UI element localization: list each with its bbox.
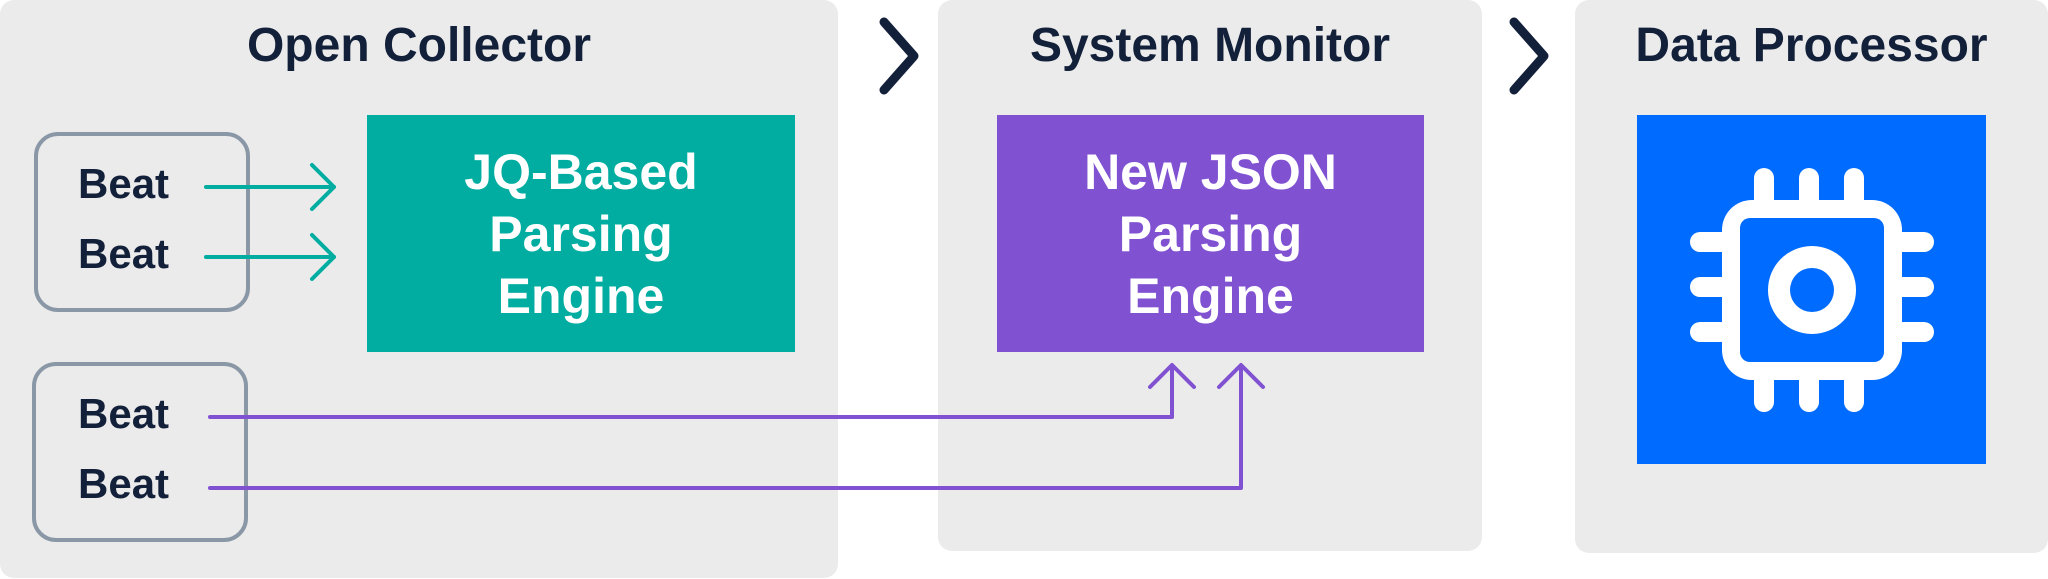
beat-label: Beat [78, 230, 170, 277]
jq-parsing-engine: JQ-Based Parsing Engine [367, 115, 795, 352]
teal-arrow [204, 163, 336, 211]
engine-label-line: Parsing [489, 205, 673, 262]
beat-label: Beat [78, 390, 170, 437]
cpu-chip-icon [1689, 167, 1934, 412]
engine-label-line: JQ-Based [464, 143, 698, 200]
chevron-right-icon [879, 17, 919, 95]
data-processor-block [1637, 115, 1986, 464]
engine-label-line: Engine [497, 267, 665, 324]
teal-arrow [204, 233, 336, 281]
beat-label: Beat [78, 160, 170, 207]
beat-group [32, 362, 248, 542]
chevron-right-icon [1509, 17, 1549, 95]
stage-title: System Monitor [1029, 19, 1391, 72]
json-parsing-engine: New JSON Parsing Engine [997, 115, 1424, 352]
beat-label: Beat [78, 460, 170, 507]
engine-label-line: Engine [1127, 267, 1294, 324]
engine-label-line: Parsing [1118, 205, 1303, 262]
engine-label-line: New JSON [1084, 143, 1337, 200]
stage-title: Open Collector [246, 19, 592, 72]
stage-title: Data Processor [1635, 19, 1988, 72]
purple-arrow [208, 363, 1265, 490]
purple-arrow [208, 363, 1196, 419]
beat-group [34, 132, 250, 312]
